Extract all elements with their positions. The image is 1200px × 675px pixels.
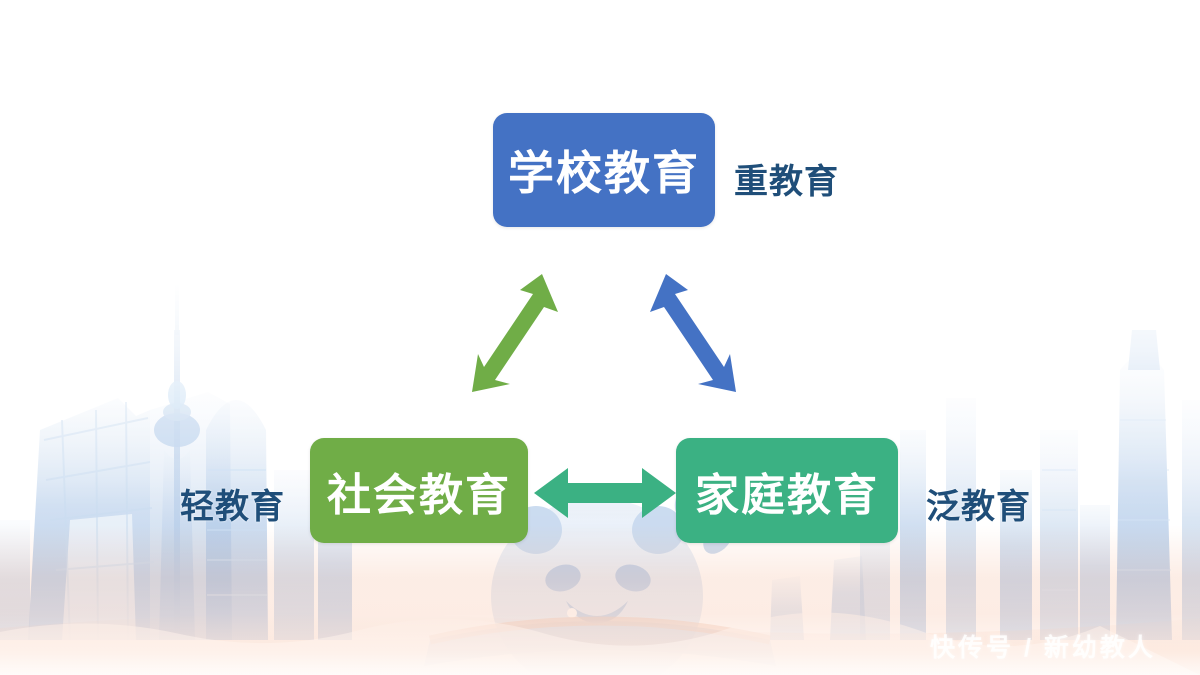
caption-school: 重教育 [734,163,839,201]
node-society-education[interactable]: 社会教育 [310,438,528,543]
caption-society: 轻教育 [180,488,285,526]
double-headed-arrow-teal [534,468,676,518]
watermark-text: 快传号 / 新幼教人 [930,634,1156,662]
node-family-education[interactable]: 家庭教育 [676,438,898,543]
ground-warm-wash [0,525,1200,675]
connector-society-school [472,274,558,392]
connector-school-family [650,274,736,392]
double-headed-arrow-green [472,274,558,392]
node-school-education[interactable]: 学校教育 [493,113,715,227]
connector-society-family [534,468,676,518]
double-headed-arrow-blue [650,274,736,392]
caption-family: 泛教育 [926,488,1031,526]
